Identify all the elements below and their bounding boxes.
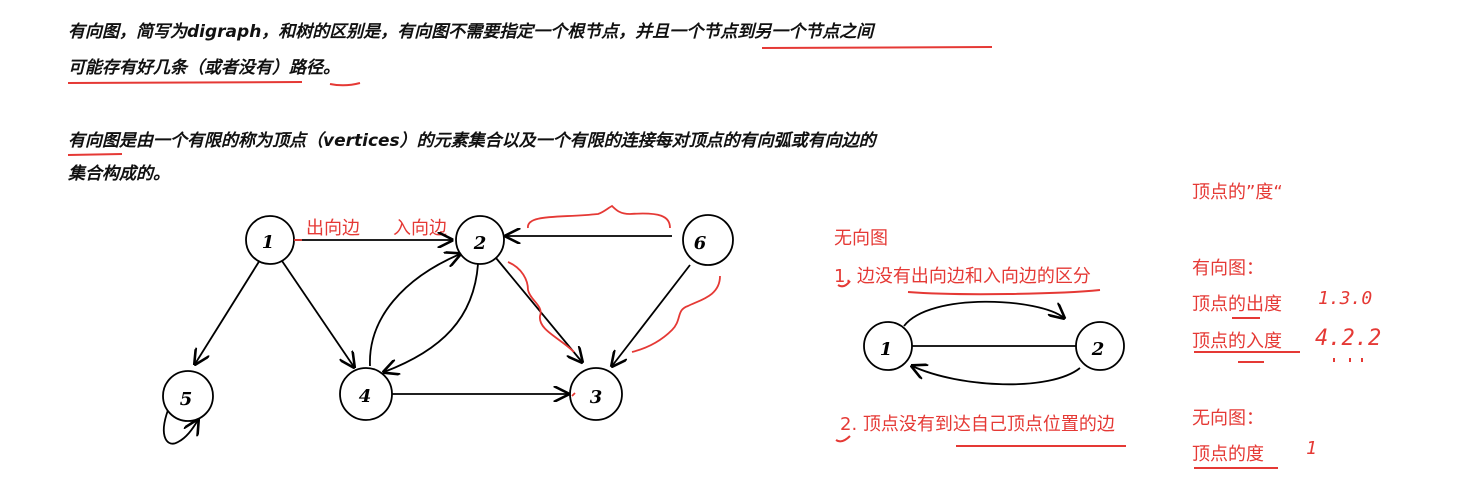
undirected-curve-top	[903, 300, 1064, 327]
undirected-red-marks	[835, 280, 1126, 447]
paragraph-1-line-1: 有向图，简写为digraph，和树的区别是，有向图不需要指定一个根节点，并且一个…	[68, 22, 874, 42]
node-1-label: 1	[262, 232, 275, 253]
node-2-label: 2	[473, 233, 487, 254]
paragraph-2-line-2: 集合构成的。	[68, 164, 170, 184]
out-degree-label: 顶点的出度	[1192, 294, 1282, 315]
node-3-label: 3	[590, 387, 603, 408]
directed-graph-nodes	[162, 214, 734, 422]
node-3	[569, 367, 623, 421]
edge-6-3	[612, 264, 691, 366]
directed-graph-edges	[163, 236, 691, 445]
node-2	[455, 215, 505, 265]
in-degree-label: 顶点的入度	[1192, 331, 1282, 352]
edge-2-3	[495, 257, 582, 362]
edge-5-5	[163, 409, 198, 445]
brace-2-3	[507, 261, 575, 353]
degree-directed-title: 有向图：	[1192, 258, 1264, 279]
vertex-degree-label: 顶点的度	[1192, 444, 1264, 465]
node-4	[339, 367, 393, 421]
edge-4-2	[369, 254, 460, 367]
brace-6-2	[527, 204, 671, 229]
undirected-graph-nodes	[863, 321, 1125, 371]
undirected-point-2: 2. 顶点没有到达自己顶点位置的边	[840, 414, 1115, 435]
edge-2-4	[384, 263, 479, 372]
in-degree-values: 4.2.2	[1315, 326, 1382, 351]
node-6-label: 6	[694, 233, 707, 254]
in-edge-label: 入向边	[393, 218, 447, 239]
node-5-label: 5	[180, 389, 193, 410]
degree-title: 顶点的”度“	[1192, 182, 1283, 203]
undirected-node-1	[863, 321, 913, 371]
directed-graph-red-marks	[294, 204, 721, 397]
node-6	[682, 214, 734, 266]
edge-1-4	[279, 257, 354, 367]
node-5	[162, 370, 214, 422]
degree-undirected-title: 无向图：	[1192, 408, 1264, 429]
paragraph-1-line-2: 可能存有好几条（或者没有）路径。	[68, 58, 340, 78]
undirected-graph-edges	[903, 300, 1081, 386]
undirected-node-2-label: 2	[1091, 339, 1105, 360]
undirected-title: 无向图	[834, 228, 888, 249]
undirected-point-1: 1. 边没有出向边和入向边的区分	[834, 266, 1091, 287]
undirected-node-1-label: 1	[880, 339, 893, 360]
out-degree-values: 1.3.0	[1318, 288, 1373, 309]
undirected-node-2	[1075, 321, 1125, 371]
paragraph-2-line-1: 有向图是由一个有限的称为顶点（vertices）的元素集合以及一个有限的连接每对…	[68, 131, 876, 151]
undirected-curve-bottom	[912, 366, 1081, 386]
node-4-label: 4	[359, 386, 372, 407]
out-edge-label: 出向边	[306, 218, 360, 239]
paragraph-underlines	[67, 46, 993, 156]
brace-6-3	[631, 275, 721, 353]
vertex-degree-value: 1	[1306, 438, 1317, 459]
degree-red-marks	[1194, 317, 1363, 469]
edge-1-5	[195, 259, 261, 364]
